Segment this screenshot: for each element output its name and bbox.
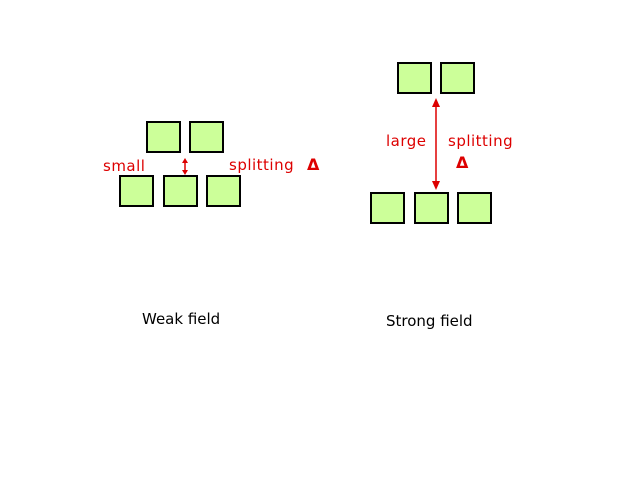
weak-lower-orbital-1	[119, 175, 154, 207]
strong-field-caption: Strong field	[386, 312, 473, 330]
weak-delta-symbol: Δ	[307, 155, 320, 174]
weak-splitting-label: splitting	[229, 156, 295, 174]
weak-arrow-head-up	[182, 158, 188, 163]
strong-splitting-label: splitting	[448, 132, 514, 150]
strong-lower-orbital-1	[370, 192, 405, 224]
strong-upper-orbital-2	[440, 62, 475, 94]
weak-lower-orbital-3	[206, 175, 241, 207]
weak-lower-orbital-2	[163, 175, 198, 207]
weak-upper-orbital-1	[146, 121, 181, 153]
strong-upper-orbital-1	[397, 62, 432, 94]
strong-arrow-head-down	[432, 181, 440, 190]
strong-arrow-head-up	[432, 98, 440, 107]
strong-lower-orbital-2	[414, 192, 449, 224]
weak-field-caption: Weak field	[142, 310, 221, 328]
strong-lower-orbital-3	[457, 192, 492, 224]
weak-upper-orbital-2	[189, 121, 224, 153]
weak-arrow-head-down	[182, 170, 188, 175]
strong-large-label: large	[386, 132, 427, 150]
strong-delta-symbol: Δ	[456, 153, 469, 172]
weak-small-label: small	[103, 157, 146, 175]
